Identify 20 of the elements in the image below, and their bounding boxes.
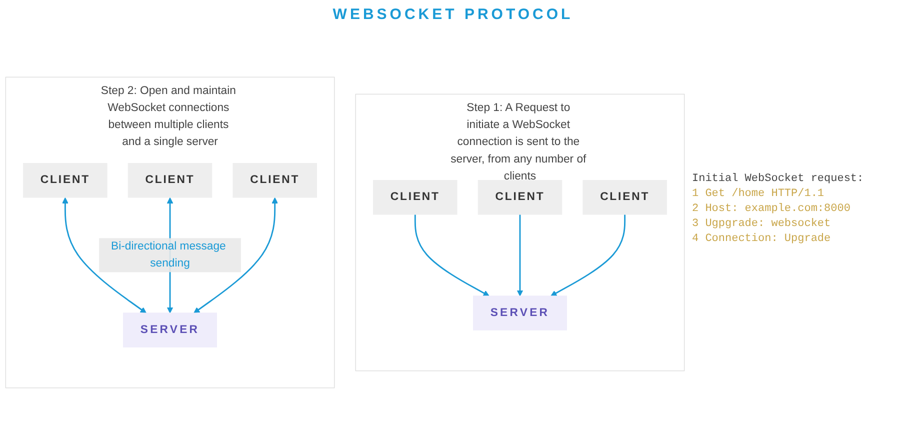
node-box: CLIENT (478, 180, 562, 215)
node-box: CLIENT (232, 162, 317, 198)
node-box: CLIENT (373, 180, 458, 215)
arrow (62, 197, 146, 314)
arrow (194, 197, 278, 314)
code-line: 4 Connection: Upgrade (692, 233, 832, 245)
node-box: CLIENT (582, 180, 667, 215)
code-line: 2 Host: example.com:8000 (692, 203, 852, 215)
node-box: SERVER (123, 312, 218, 348)
node-box: CLIENT (128, 162, 212, 198)
code-line: 1 Get /home HTTP/1.1 (692, 188, 826, 200)
code-heading: Initial WebSocket request: (692, 173, 865, 185)
arrow (414, 214, 490, 296)
arrow (516, 214, 524, 296)
diagram-title: WEBSOCKET PROTOCOL (332, 6, 574, 23)
arrow (550, 214, 626, 296)
node-box: SERVER (472, 296, 567, 330)
node-box: CLIENT (23, 162, 108, 198)
edge-label: Bi-directional message sending (111, 240, 226, 270)
code-line: 3 Ugpgrade: websocket (692, 218, 832, 230)
